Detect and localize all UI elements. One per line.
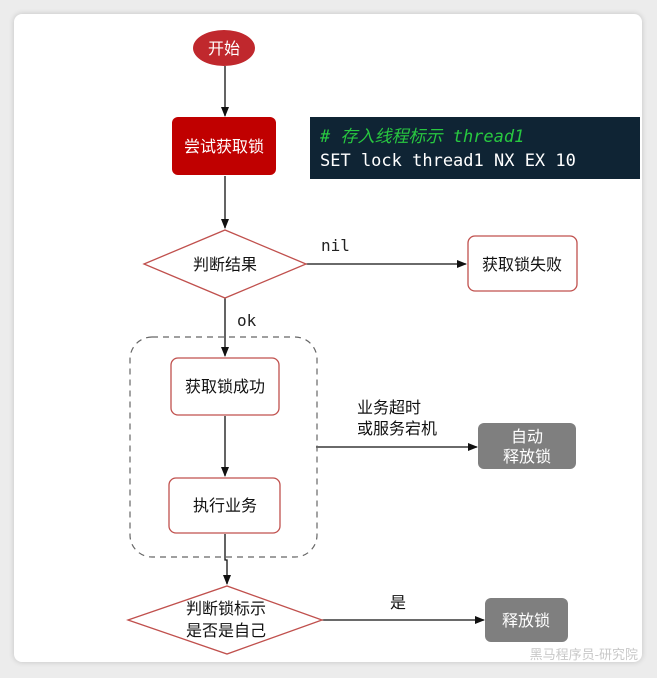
check-owner-label-line2: 是否是自己 bbox=[186, 621, 266, 640]
check-result-label: 判断结果 bbox=[193, 255, 257, 274]
auto-release-label-line1: 自动 bbox=[511, 427, 543, 446]
start-node bbox=[193, 30, 255, 66]
yes-label: 是 bbox=[390, 593, 406, 612]
watermark: 黑马程序员-研究院 bbox=[530, 648, 638, 663]
lock-held-group bbox=[129, 336, 318, 558]
connectors bbox=[221, 66, 485, 624]
ok-label: ok bbox=[237, 311, 257, 330]
try-lock-node bbox=[172, 117, 276, 175]
code-block bbox=[310, 117, 640, 179]
try-lock-label: 尝试获取锁 bbox=[184, 137, 264, 156]
nil-label: nil bbox=[321, 236, 350, 255]
lock-fail-node bbox=[467, 235, 578, 292]
lock-success-label: 获取锁成功 bbox=[185, 377, 265, 396]
auto-release-label-line2: 释放锁 bbox=[503, 447, 551, 466]
release-label: 释放锁 bbox=[502, 611, 550, 630]
check-owner-node bbox=[125, 585, 324, 655]
execute-node bbox=[168, 477, 281, 534]
execute-label: 执行业务 bbox=[193, 496, 257, 515]
lock-success-node bbox=[170, 357, 280, 416]
code-comment: # 存入线程标示 thread1 bbox=[319, 127, 524, 147]
check-result-node bbox=[142, 229, 308, 299]
start-label: 开始 bbox=[208, 39, 240, 58]
timeout-label-line2: 或服务宕机 bbox=[357, 419, 437, 438]
code-command: SET lock thread1 NX EX 10 bbox=[320, 151, 576, 171]
edge-execute-to-check-owner bbox=[223, 534, 231, 585]
check-owner-label-line1: 判断锁标示 bbox=[186, 599, 266, 618]
release-node bbox=[485, 598, 568, 642]
lock-fail-label: 获取锁失败 bbox=[482, 255, 562, 274]
auto-release-node bbox=[478, 423, 576, 469]
timeout-label-line1: 业务超时 bbox=[357, 398, 421, 417]
